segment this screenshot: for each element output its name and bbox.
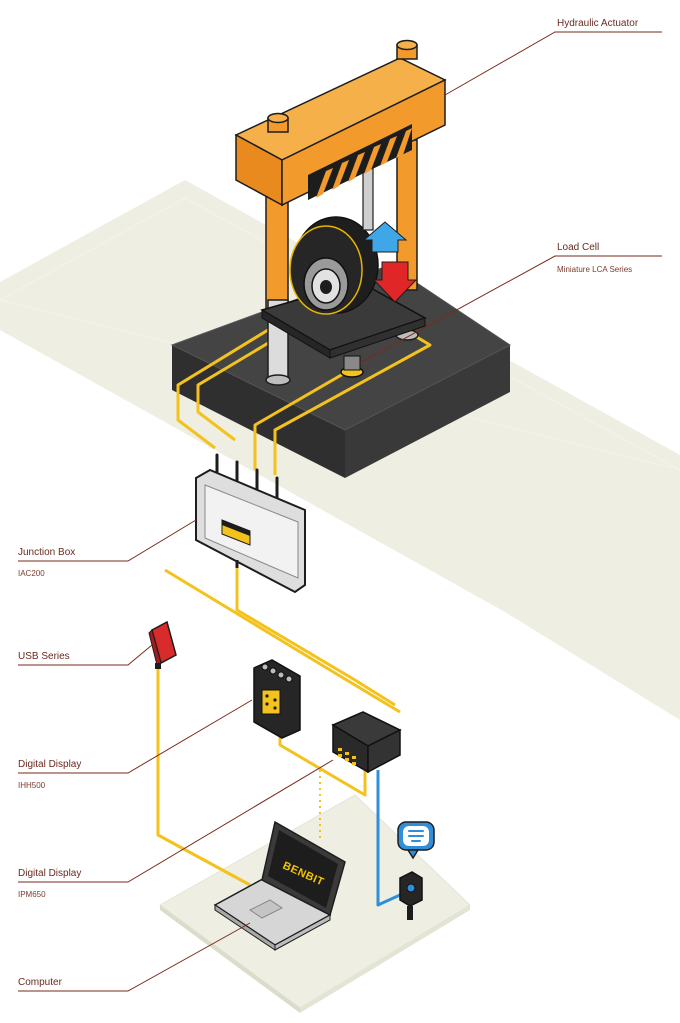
label-load-cell: Load Cell Miniature LCA Series [557,242,632,274]
leader-lines [18,31,662,992]
label-junction-box: Junction Box IAC200 [18,547,75,578]
usb-series [148,620,177,669]
blue-cable [376,770,401,907]
digital-display-ipm650 [331,711,402,774]
label-subtitle: IAC200 [18,569,45,578]
chat-bubble-icon [397,821,435,860]
label-title: Junction Box [18,547,75,558]
label-title: Load Cell [557,242,599,253]
arrow-up-icon [362,221,408,253]
digital-display-ihh500 [253,659,301,739]
hydraulic-actuator [234,39,447,207]
label-title: Digital Display [18,759,81,770]
label-title: Digital Display [18,868,81,879]
arrow-down-icon [372,261,418,303]
cables [156,560,401,887]
label-usb-series: USB Series [18,651,70,662]
junction-box [195,453,306,594]
wireless-receiver [399,871,423,920]
label-digital-display-ihh500: Digital Display IHH500 [18,759,81,790]
piston-rod [362,167,374,231]
computer-laptop: BENBIT [213,820,346,951]
label-subtitle: Miniature LCA Series [557,265,632,274]
label-subtitle: IHH500 [18,781,46,790]
tire-icon [289,216,379,315]
label-title: Hydraulic Actuator [557,18,639,29]
label-title: USB Series [18,651,70,662]
label-title: Computer [18,977,63,988]
label-hydraulic-actuator: Hydraulic Actuator [557,18,639,29]
label-subtitle: IPM650 [18,890,46,899]
label-computer: Computer [18,977,63,988]
label-digital-display-ipm650: Digital Display IPM650 [18,868,81,899]
